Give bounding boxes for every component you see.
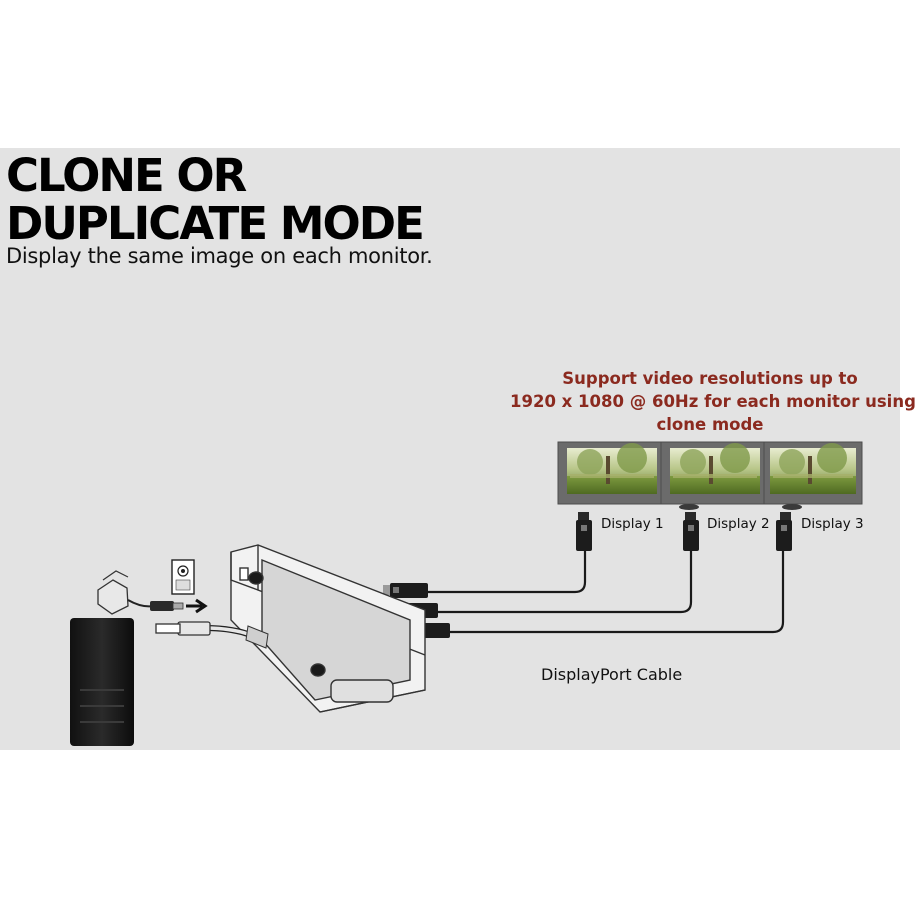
power-adapter xyxy=(97,570,208,615)
callout-line-1: Support video resolutions up to xyxy=(562,369,858,388)
displayport-cables xyxy=(428,551,785,634)
adapter-hub xyxy=(230,544,426,713)
pc-tower xyxy=(70,618,134,746)
title-line-2: DUPLICATE MODE xyxy=(6,197,425,250)
cable-display-3 xyxy=(450,551,785,634)
page-subtitle: Display the same image on each monitor. xyxy=(6,244,433,268)
monitor-stand-1 xyxy=(679,504,699,510)
dp-connector-display-3 xyxy=(776,512,792,551)
usb-cable xyxy=(155,621,269,649)
dp-connector-display-2 xyxy=(683,512,699,551)
monitor-1 xyxy=(557,441,667,505)
cable-display-1 xyxy=(428,551,587,594)
display-2-label: Display 2 xyxy=(707,516,770,532)
page-title: CLONE OR DUPLICATE MODE xyxy=(6,149,425,250)
display-3-label: Display 3 xyxy=(801,516,864,532)
dp-connector-display-1 xyxy=(576,512,592,551)
monitor-connectors xyxy=(576,512,792,551)
cable-display-2 xyxy=(438,551,693,614)
dc-power-jack-icon xyxy=(171,559,195,595)
monitor-array xyxy=(557,441,863,510)
monitor-3 xyxy=(763,441,863,505)
resolution-callout: Support video resolutions up to 1920 x 1… xyxy=(510,367,916,436)
callout-line-2: 1920 x 1080 @ 60Hz for each monitor usin… xyxy=(510,392,916,411)
dp-plug-1 xyxy=(383,583,428,598)
displayport-cable-label: DisplayPort Cable xyxy=(541,665,683,684)
display-1-label: Display 1 xyxy=(601,516,664,532)
monitor-stand-2 xyxy=(782,504,802,510)
callout-line-3: clone mode xyxy=(656,415,764,434)
monitor-2 xyxy=(660,441,770,505)
title-line-1: CLONE OR xyxy=(6,149,247,202)
